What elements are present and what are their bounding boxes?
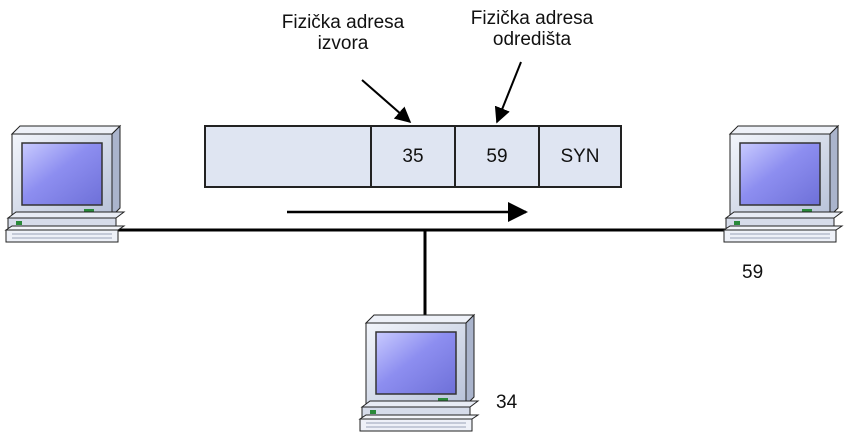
- frame-data-cell: [204, 125, 372, 188]
- destination-callout-arrow: [494, 61, 522, 124]
- desktop-computer-icon-left: [5, 125, 125, 243]
- frame-destination-address-cell: 59: [454, 125, 540, 188]
- host-right-label: 59: [742, 262, 764, 283]
- frame-flag-cell: SYN: [538, 125, 622, 188]
- source-callout-arrow: [361, 79, 412, 124]
- desktop-computer-icon-bottom: [359, 314, 479, 432]
- frame-source-address-cell: 35: [370, 125, 456, 188]
- destination-address-label: Fizička adresa odredišta: [470, 8, 594, 50]
- desktop-computer-icon-right: [723, 125, 843, 243]
- source-address-label: Fizička adresa izvora: [281, 12, 405, 54]
- host-bottom-label: 34: [496, 392, 518, 413]
